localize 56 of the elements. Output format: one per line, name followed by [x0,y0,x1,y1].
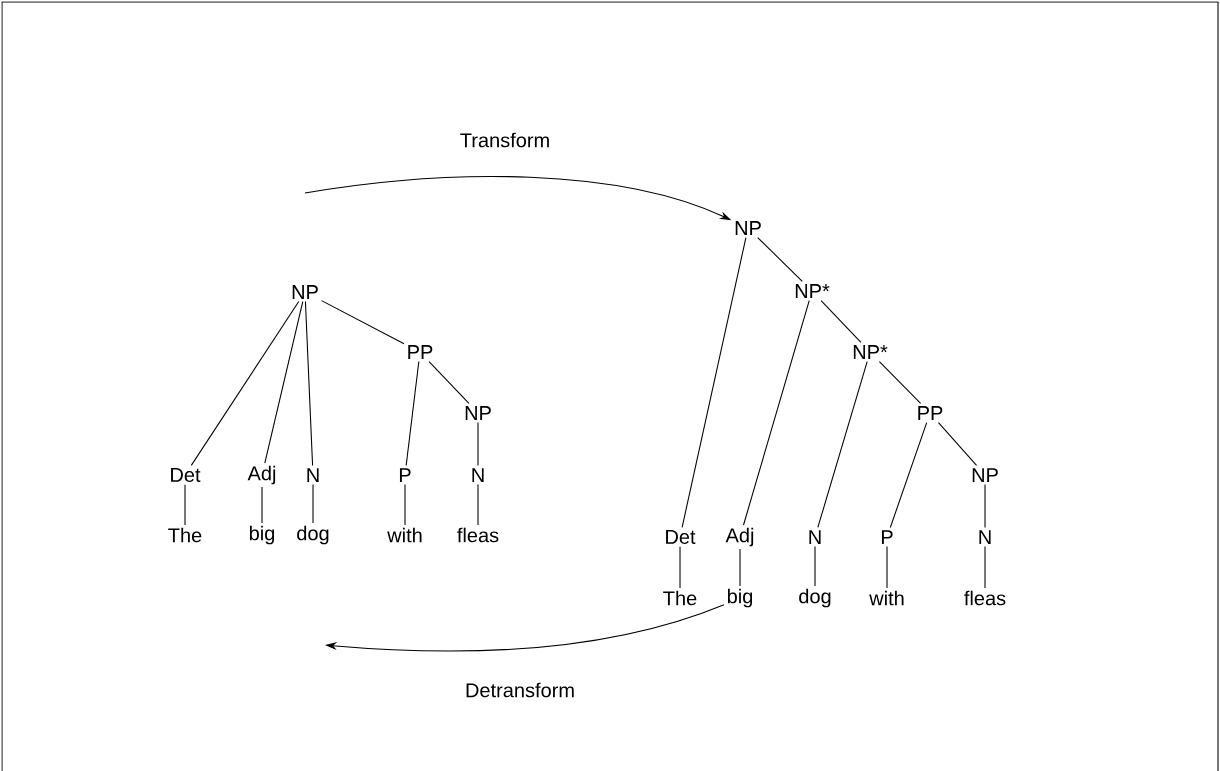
tree-node-label: N [979,530,991,544]
edge-label: Transform [458,131,552,149]
tree-branch [321,300,405,345]
word-label: with [869,590,904,606]
tree-branch [820,300,862,343]
tree-branch [886,546,888,589]
tree-node-label: NP [735,221,761,235]
tree-branch [681,237,747,528]
tree-node-label: NP [292,285,318,299]
tree-node-label: P [399,468,411,482]
tree-branch [739,548,741,587]
word-label: dog [297,525,329,545]
tree-branch [937,422,978,466]
tree-node-label: N [307,468,319,482]
tree-branch [428,361,470,404]
tree-node-label: NP* [795,284,830,298]
tree-node-label: NP [972,468,998,482]
edge-label: Detransform [463,681,577,699]
tree-branch [304,301,314,466]
tree-branch [405,361,420,466]
word-label: fleas [964,590,1006,606]
tree-node-label: P [881,530,893,544]
tree-branch [264,301,304,464]
word-label: dog [799,588,831,608]
word-label: The [663,590,697,606]
tree-node-label: NP* [853,345,888,359]
tree-branch [984,484,986,528]
word-label: The [168,527,202,543]
tree-branch [261,486,263,524]
word-label: big [249,525,275,545]
word-label: fleas [457,527,499,543]
tree-node-label: Adj [247,465,276,485]
tree-node-label: PP [408,345,433,359]
word-label: big [727,588,753,608]
tree-branch [984,546,986,589]
tree-node-label: Adj [725,527,754,547]
tree-branch [743,300,810,526]
tree-branch [679,546,681,589]
tree-node-label: Det [171,468,201,482]
tree-node-label: PP [918,406,943,420]
tree-branch [312,484,314,524]
word-label: with [387,527,422,543]
tree-branch [757,237,803,282]
tree-branch [817,361,868,528]
tree-branch [814,546,816,587]
tree-branch [477,422,479,466]
tree-branch [878,361,922,404]
tree-node-label: N [809,530,821,544]
tree-node-label: NP [465,406,491,420]
tree-branch [477,484,479,526]
tree-branch [889,422,928,528]
tree-branch [190,301,300,466]
tree-branch [404,484,406,526]
tree-branch [184,484,186,526]
tree-node-label: Det [666,530,696,544]
tree-node-label: N [472,468,484,482]
